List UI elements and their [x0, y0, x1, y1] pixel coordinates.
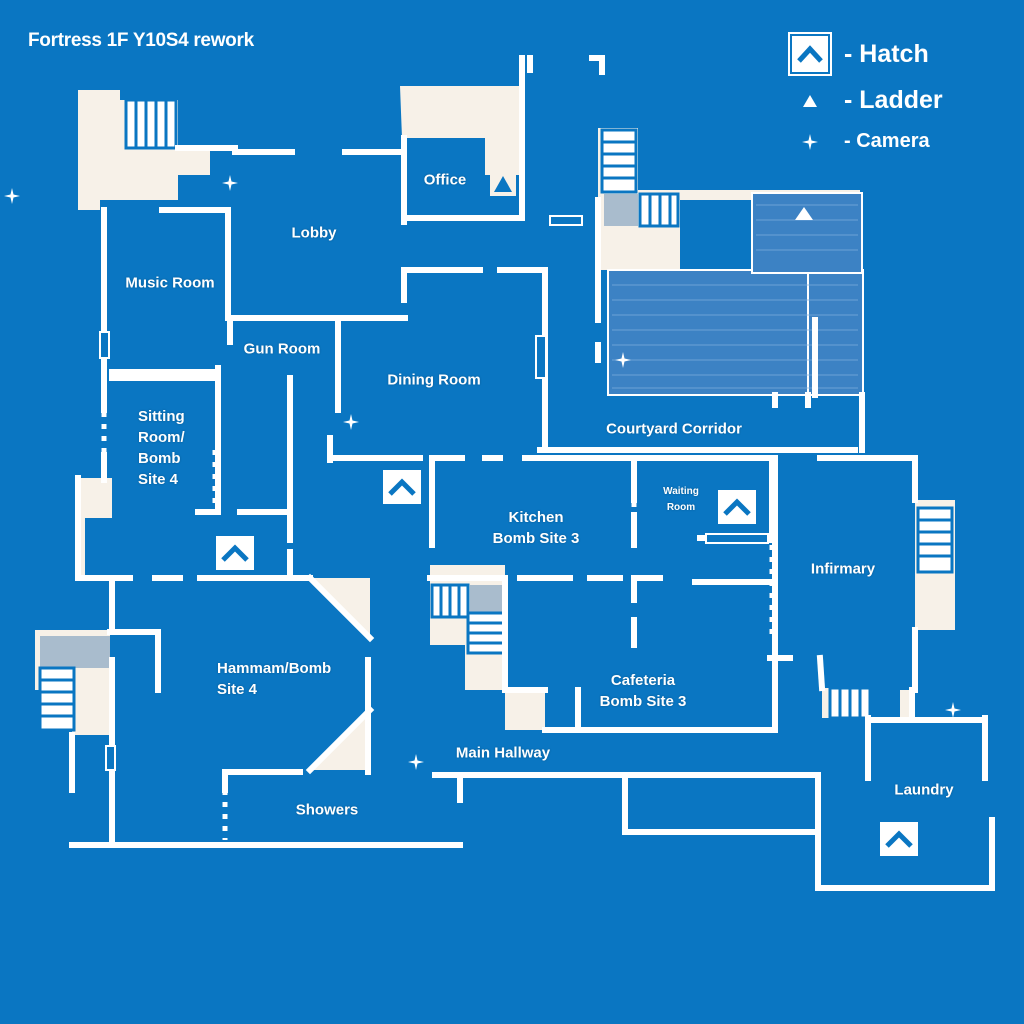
room-office: Office — [423, 171, 467, 189]
room-gun-room: Gun Room — [243, 340, 321, 358]
room-lobby: Lobby — [291, 224, 337, 242]
hatch-icon[interactable] — [718, 490, 756, 524]
camera-icon[interactable] — [343, 414, 359, 430]
room-cafeteria: Cafeteria Bomb Site 3 — [599, 672, 687, 710]
room-main-hallway: Main Hallway — [455, 744, 551, 762]
doorway-markers — [99, 215, 769, 771]
room-hammam: Hammam/Bomb Site 4 — [217, 660, 332, 698]
ladder-icon — [803, 94, 817, 107]
legend-ladder: - Ladder — [790, 86, 943, 115]
room-courtyard-corridor: Courtyard Corridor — [606, 420, 742, 438]
room-laundry: Laundry — [894, 781, 954, 799]
camera-icon[interactable] — [222, 175, 238, 191]
hatch-icon[interactable] — [383, 470, 421, 504]
hatch-icon[interactable] — [880, 822, 918, 856]
courtyard-area — [607, 192, 864, 396]
legend-hatch-label: - Hatch — [844, 39, 929, 68]
hatch-icon[interactable] — [216, 536, 254, 570]
camera-icon[interactable] — [945, 702, 961, 718]
legend-camera-label: - Camera — [844, 130, 930, 152]
camera-icon[interactable] — [615, 352, 631, 368]
camera-icon[interactable] — [4, 188, 20, 204]
hatch-icon — [788, 32, 832, 76]
camera-icon[interactable] — [408, 754, 424, 770]
stair-landings — [40, 194, 638, 668]
room-music-room: Music Room — [125, 274, 215, 292]
room-infirmary: Infirmary — [810, 560, 876, 578]
legend-hatch: - Hatch — [788, 32, 929, 76]
dotted-walls — [101, 412, 775, 840]
walls — [69, 55, 995, 891]
room-sitting-room: Sitting Room/ Bomb Site 4 — [138, 408, 185, 488]
ladders — [490, 172, 813, 220]
map-title: Fortress 1F Y10S4 rework — [28, 30, 254, 51]
room-kitchen: Kitchen Bomb Site 3 — [492, 509, 580, 547]
room-showers: Showers — [295, 801, 359, 819]
room-waiting-room: Waiting Room — [663, 486, 699, 513]
legend-camera: - Camera — [790, 130, 930, 153]
room-dining-room: Dining Room — [387, 371, 481, 389]
camera-icon — [802, 133, 818, 150]
legend-ladder-label: - Ladder — [844, 86, 943, 114]
